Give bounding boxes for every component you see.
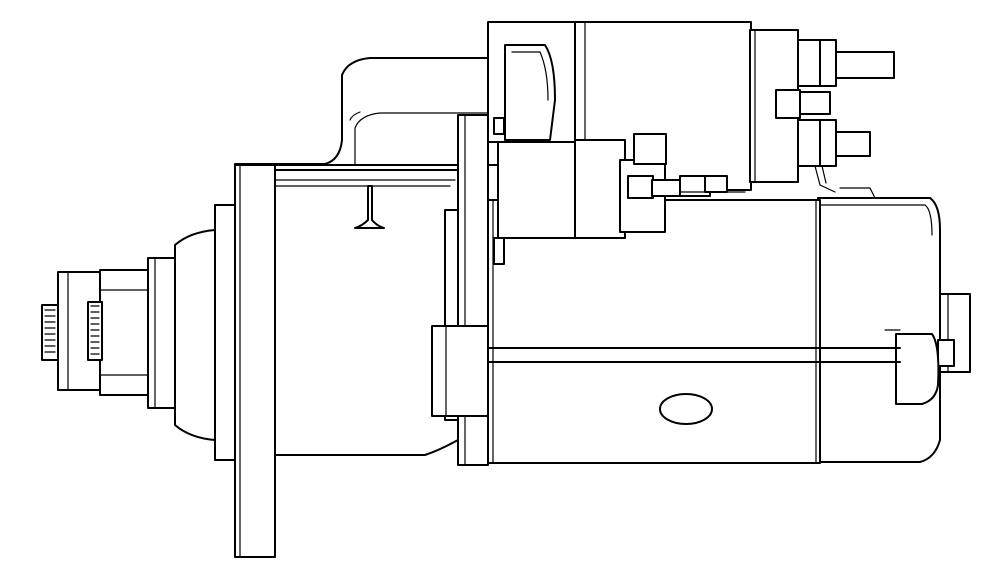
solenoid-bracket bbox=[234, 57, 506, 166]
yoke-badge bbox=[659, 393, 713, 425]
motor-yoke bbox=[487, 199, 901, 464]
drive-nose bbox=[147, 229, 216, 441]
drive-housing bbox=[269, 169, 459, 456]
commutator-end-cap bbox=[817, 187, 971, 463]
solenoid-connector bbox=[497, 133, 746, 239]
drive-pinion bbox=[41, 269, 149, 396]
solenoid-terminals bbox=[775, 39, 895, 193]
intermediate-plate bbox=[431, 114, 505, 466]
mounting-flange bbox=[214, 164, 276, 558]
